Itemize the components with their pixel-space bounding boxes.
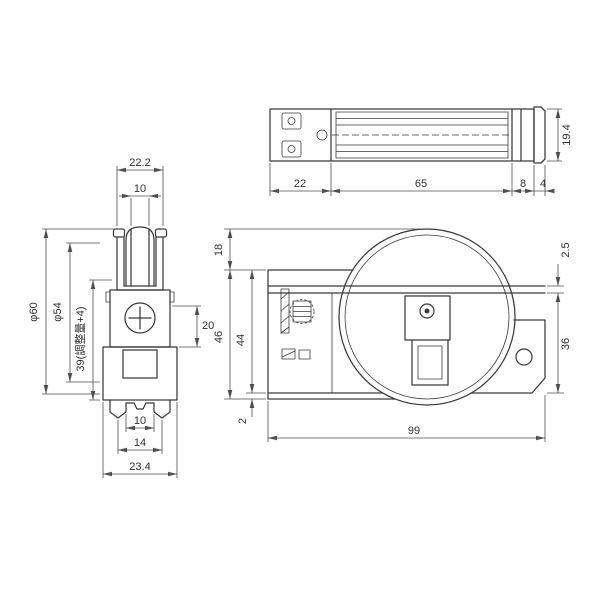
- dim-label-rail-lip: 2.5: [560, 242, 572, 257]
- pivot-pin: [419, 303, 435, 319]
- side-view-dimensions: 22.2 10 φ60 φ54 39(調整量+4) 20 10 14 23.4: [28, 157, 214, 478]
- mount-hole-bottom: [287, 145, 296, 153]
- dim-label-slot-width: 10: [134, 415, 146, 427]
- body-shoulder-right: [169, 291, 175, 303]
- mount-boss-top: [281, 112, 302, 130]
- top-view-extension-lines: [269, 108, 562, 196]
- side-view-extension-lines: [42, 166, 201, 478]
- dim-label-adjustment: 39(調整量+4): [73, 306, 87, 371]
- roller-profile: [125, 226, 155, 287]
- square-hole: [122, 349, 158, 379]
- dim-label-total-height: 46: [213, 331, 225, 343]
- dim-label-groove-dia: φ54: [52, 302, 64, 321]
- dim-label-bottom-lip: 2: [237, 418, 249, 424]
- left-bracket-outline: [267, 269, 396, 400]
- roller-inner-circle: [344, 234, 510, 400]
- dim-label-total-width: 99: [408, 425, 420, 437]
- dim-label-seg4: 4: [540, 178, 546, 190]
- dim-label-plate-height: 44: [235, 334, 247, 346]
- clip-block-left: [281, 348, 296, 360]
- front-view-dimensions: 18 46 44 2 2.5 36 99: [213, 228, 572, 442]
- front-view-geometry: [267, 228, 546, 406]
- dim-label-roller-dia: φ60: [28, 302, 40, 321]
- flange-outline: [102, 346, 178, 401]
- top-view-end-cap: [533, 106, 546, 164]
- dim-label-groove-width: 10: [134, 183, 146, 195]
- dim-label-side-height: 36: [560, 338, 572, 350]
- adjuster-knob-ridges: [292, 306, 312, 317]
- top-view-dimensions: 22 65 8 4 19.4: [269, 108, 573, 196]
- latch-inner: [417, 345, 443, 380]
- front-view-extension-lines: [224, 228, 564, 442]
- dim-label-body-height: 20: [202, 320, 214, 332]
- roller-outer-circle: [338, 228, 516, 406]
- adjuster-gear-circle: [289, 299, 315, 324]
- top-view-geometry: [269, 106, 546, 164]
- dim-label-seg3: 8: [520, 178, 526, 190]
- dim-label-hook-width: 14: [134, 437, 146, 449]
- channel-cap-right: [154, 228, 168, 238]
- adjuster-plate-hatch: [280, 291, 290, 334]
- right-plate-outline: [470, 319, 546, 394]
- mount-hole-top: [287, 117, 296, 125]
- clip-block-hatch: [281, 350, 296, 358]
- dim-label-top-offset: 18: [213, 244, 225, 256]
- channel-walls: [116, 236, 164, 291]
- clip-block-right: [298, 349, 311, 360]
- body-shoulder-left: [105, 291, 111, 303]
- dim-label-seg2: 65: [415, 178, 427, 190]
- dim-label-top-width: 22.2: [129, 157, 150, 169]
- pivot-pin-center: [424, 308, 430, 314]
- pivot-hole: [316, 129, 328, 141]
- side-view: 22.2 10 φ60 φ54 39(調整量+4) 20 10 14 23.4: [28, 157, 214, 478]
- hanger-bracket: [404, 295, 451, 341]
- latch-body: [411, 339, 449, 386]
- top-view: 22 65 8 4 19.4: [269, 106, 573, 196]
- mount-boss-bottom: [281, 140, 302, 158]
- front-view: 18 46 44 2 2.5 36 99: [213, 228, 572, 442]
- side-view-geometry: [102, 226, 178, 419]
- screw-hole: [515, 348, 533, 366]
- dim-label-base-width: 23.4: [129, 461, 150, 473]
- dim-label-seg1: 22: [294, 178, 306, 190]
- channel-cap-left: [112, 228, 126, 238]
- phillips-cross: [128, 306, 152, 330]
- bottom-hooks: [109, 399, 171, 419]
- dim-label-height: 19.4: [561, 124, 573, 145]
- rail-lines: [267, 285, 546, 294]
- phillips-screw: [124, 302, 156, 334]
